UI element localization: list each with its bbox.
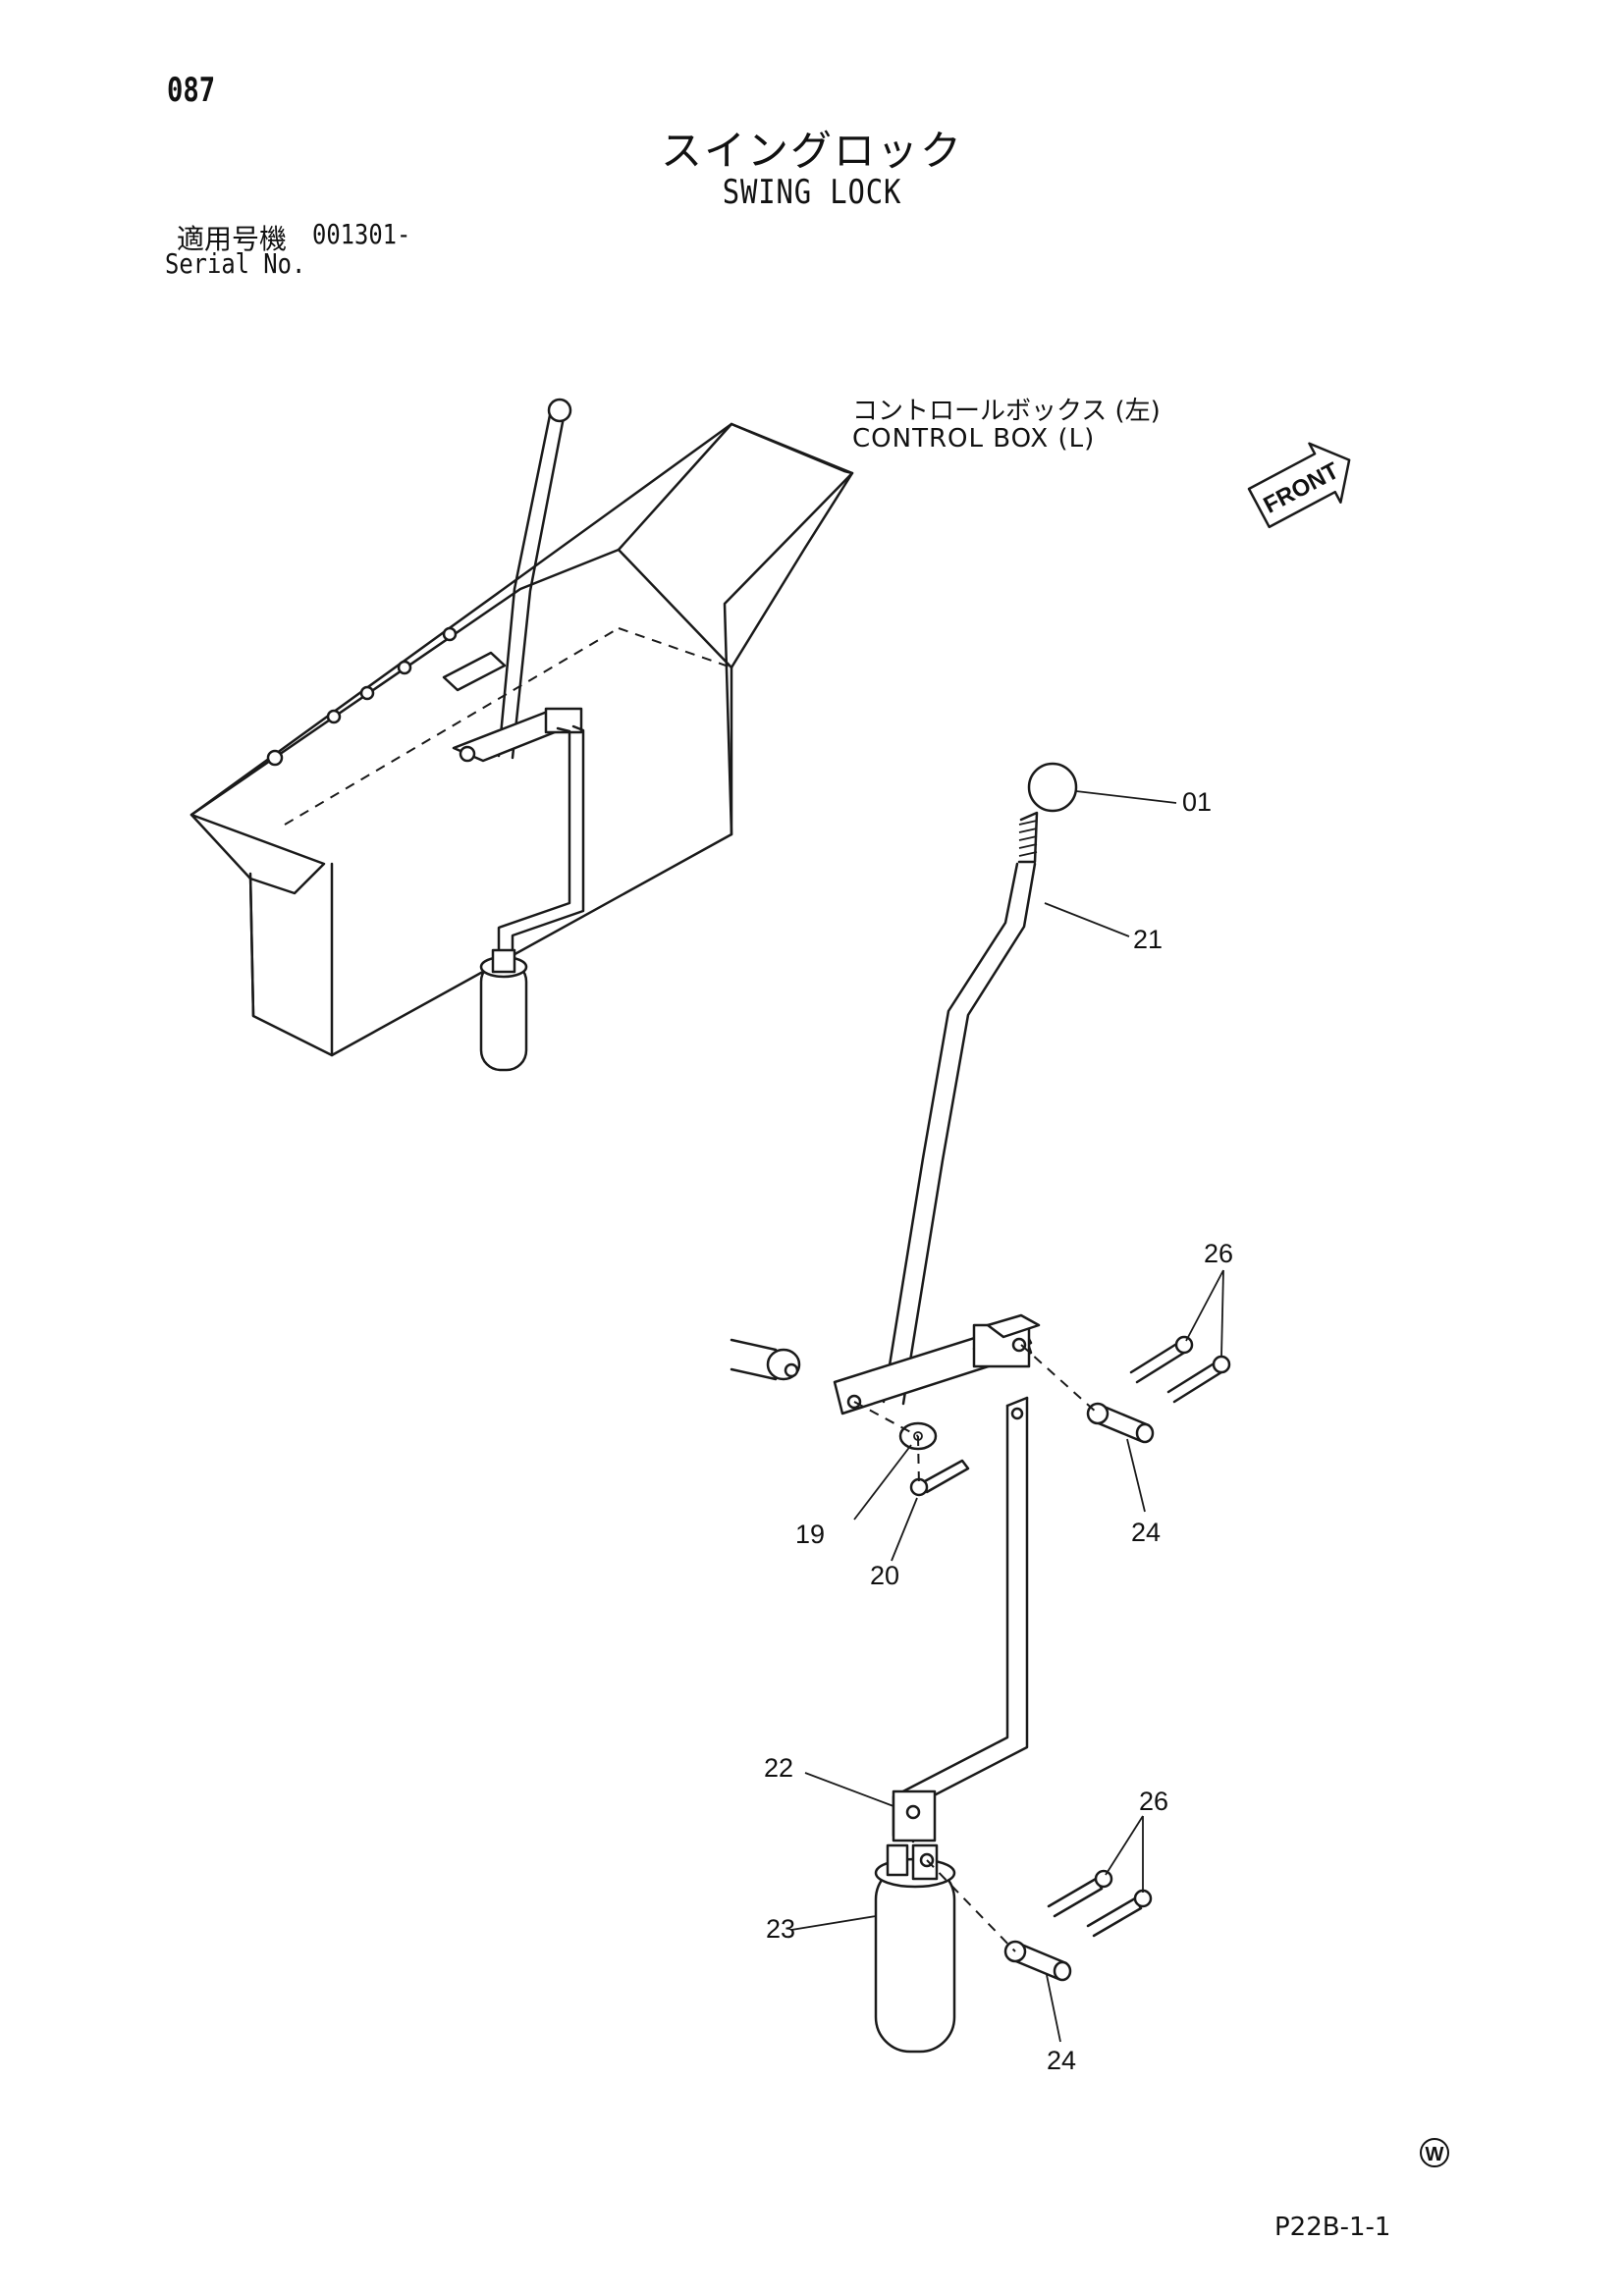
drawing-code: P22B-1-1 — [1274, 2213, 1391, 2242]
callout-26-upper: 26 — [1204, 1239, 1234, 1268]
callout-24-upper: 24 — [1131, 1518, 1162, 1547]
exploded-view — [730, 762, 1231, 2054]
part-21-lever — [882, 862, 1019, 1404]
callout-21: 21 — [1133, 925, 1164, 954]
part-26-cotter-pins-upper — [1129, 1335, 1231, 1404]
callout-26-lower: 26 — [1139, 1787, 1169, 1816]
control-box-assembly-view — [189, 398, 854, 1072]
front-arrow-icon: FRONT — [1247, 442, 1351, 529]
callout-24-lower: 24 — [1047, 2046, 1077, 2075]
serial-label-english: Serial No. — [165, 247, 306, 280]
svg-text:W: W — [1426, 2144, 1444, 2165]
callout-23: 23 — [766, 1914, 796, 1944]
callout-20: 20 — [870, 1561, 900, 1590]
leader-lines — [790, 790, 1224, 2043]
part-22-rod — [892, 1404, 1009, 1838]
callout-19: 19 — [795, 1520, 826, 1549]
part-26-cotter-pins-lower — [1047, 1869, 1153, 1938]
part-01-knob — [1027, 762, 1078, 813]
part-23-cylinder — [874, 1863, 956, 2054]
page-number: 087 — [167, 71, 216, 110]
callout-01: 01 — [1182, 787, 1213, 817]
circled-w-mark-icon: W — [1420, 2138, 1449, 2167]
page-title-japanese: スイングロック — [660, 127, 963, 175]
control-box-label-japanese: コントロールボックス (左) — [852, 397, 1161, 426]
part-20-cotter-pin — [921, 1459, 970, 1494]
control-box-label-english: CONTROL BOX (L) — [852, 424, 1096, 454]
serial-label-japanese: 適用号機 — [177, 223, 288, 255]
part-24-pin-upper — [1086, 1402, 1155, 1444]
part-24-pin-lower — [1003, 1940, 1072, 1982]
serial-number-value: 001301- — [312, 218, 411, 250]
page-title-english: SWING LOCK — [722, 173, 902, 212]
callout-22: 22 — [764, 1753, 794, 1783]
